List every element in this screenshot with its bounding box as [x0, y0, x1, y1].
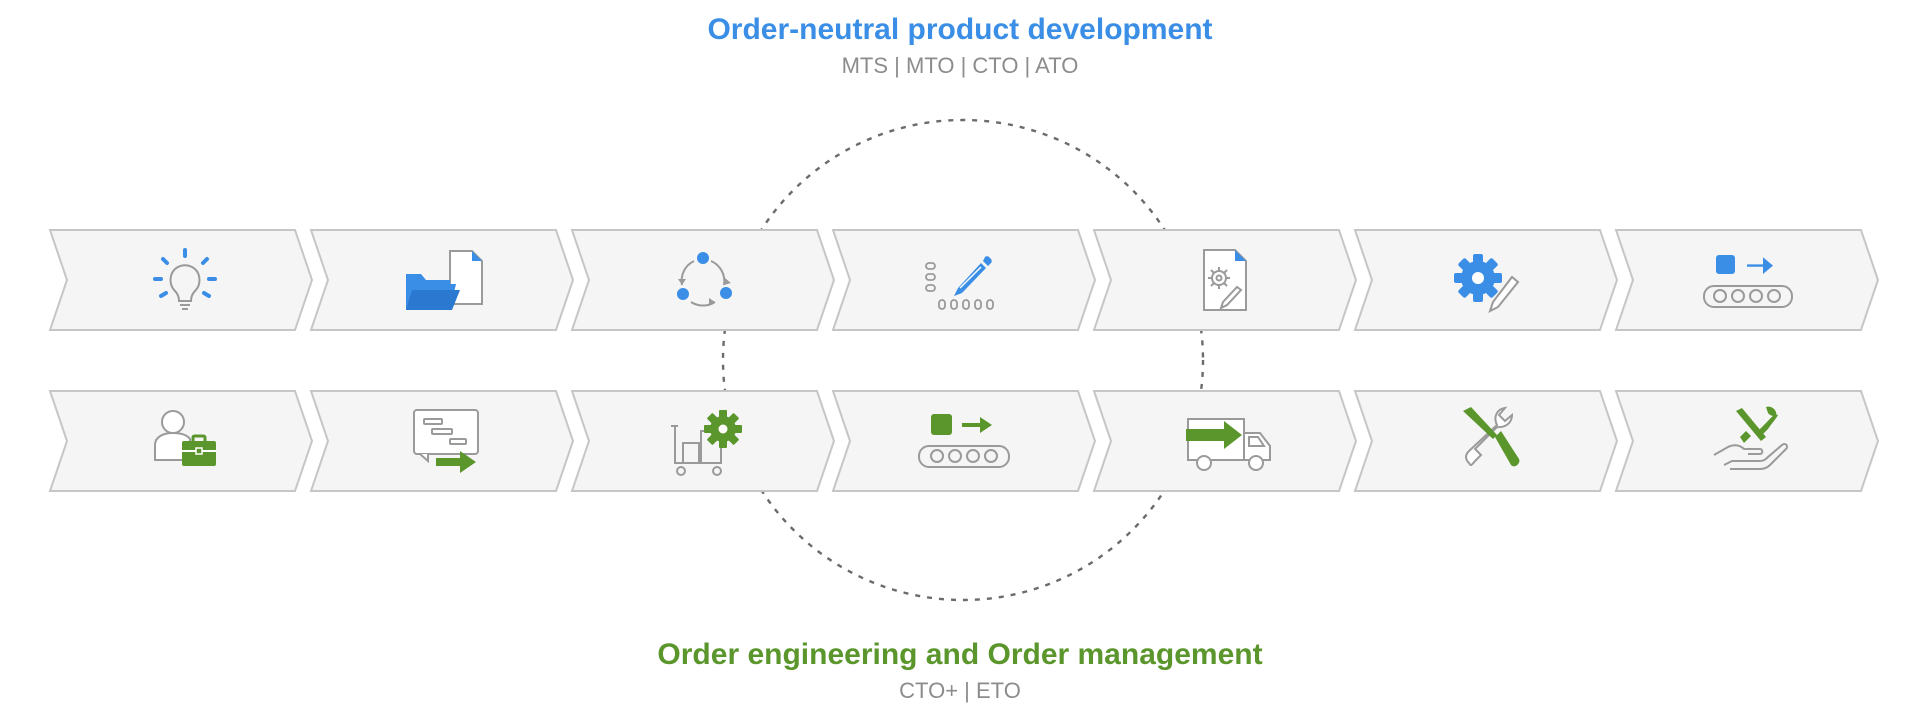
presentation-arrow-icon — [413, 409, 479, 473]
development-row — [49, 229, 1879, 331]
chevron-step — [1354, 390, 1618, 492]
chevron-step — [49, 229, 313, 331]
chevron-step — [832, 390, 1096, 492]
chevron-step — [571, 229, 835, 331]
lightbulb-icon — [153, 248, 217, 310]
bottom-header: Order engineering and Order management C… — [0, 633, 1920, 705]
gear-pencil-icon — [1454, 254, 1520, 313]
person-briefcase-icon — [154, 410, 216, 466]
cycle-ring — [721, 118, 1205, 602]
conveyor-icon — [918, 414, 1010, 468]
bottom-subtitle: CTO+ | ETO — [899, 678, 1021, 703]
cycle-icon — [677, 252, 732, 307]
order-row — [49, 390, 1879, 492]
top-title: Order-neutral product development — [707, 13, 1213, 46]
chevron-step — [1615, 229, 1879, 331]
top-subtitle: MTS | MTO | CTO | ATO — [841, 53, 1079, 78]
document-settings-icon — [1203, 249, 1247, 311]
checklist-edit-icon — [925, 256, 994, 310]
bottom-title: Order engineering and Order management — [657, 638, 1263, 671]
top-header: Order-neutral product development MTS | … — [0, 8, 1920, 80]
chevron-step — [1615, 390, 1879, 492]
cart-gear-icon — [671, 410, 742, 476]
tools-icon — [1463, 406, 1520, 467]
folder-document-icon — [406, 250, 483, 310]
conveyor-icon — [1703, 255, 1793, 308]
service-hand-icon — [1713, 406, 1789, 470]
chevron-step — [571, 390, 835, 492]
chevron-step — [832, 229, 1096, 331]
delivery-truck-icon — [1186, 418, 1271, 471]
